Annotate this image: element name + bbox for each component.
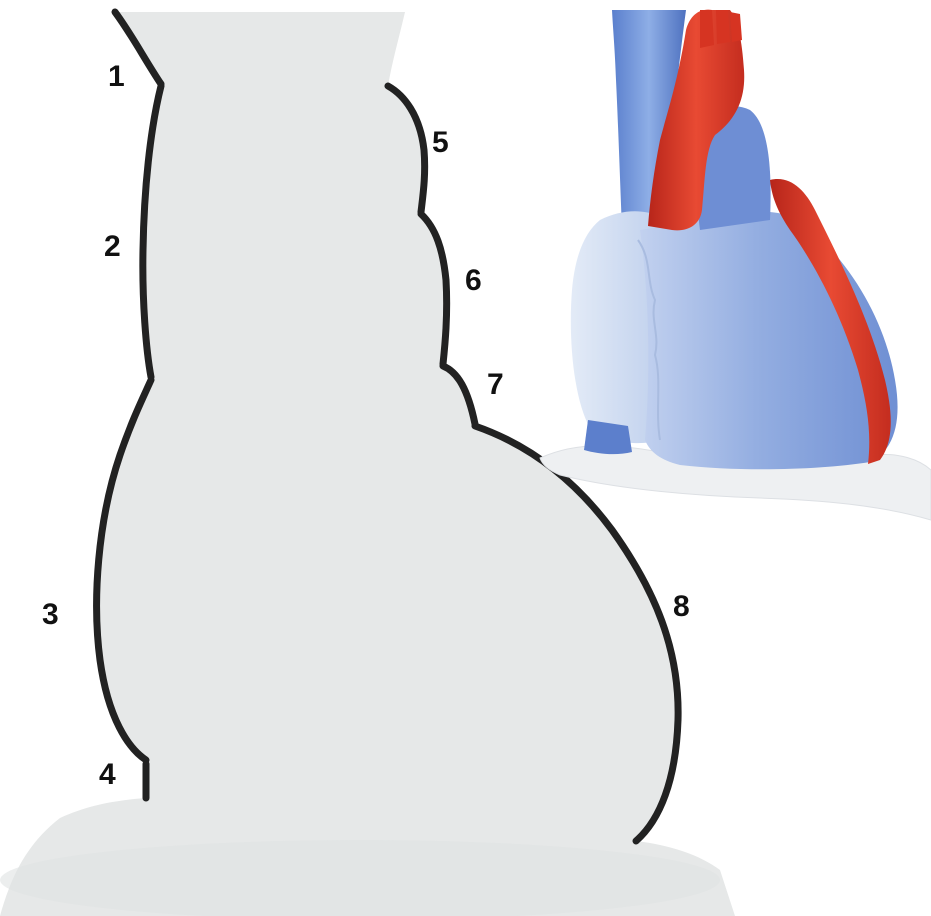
label-3: 3 [42,600,59,630]
label-8: 8 [673,592,690,622]
label-1: 1 [108,62,125,92]
heart-illustration [540,10,931,520]
label-6: 6 [465,266,482,296]
label-4: 4 [99,760,116,790]
label-5: 5 [432,128,449,158]
label-7: 7 [487,370,504,400]
label-2: 2 [104,232,121,262]
